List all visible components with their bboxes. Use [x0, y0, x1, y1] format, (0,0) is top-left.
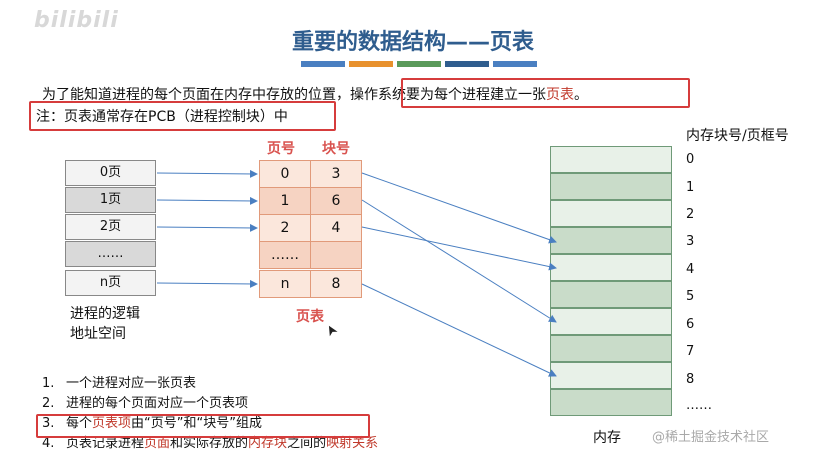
- arrow-entryn-to-block8: [361, 283, 557, 377]
- summary-list: 1. 一个进程对应一张页表 2. 进程的每个页面对应一个页表项 3. 每个页表项由“页…: [42, 374, 378, 454]
- memory-caption: 内存: [593, 430, 621, 446]
- page-number-header: 页号: [267, 141, 295, 157]
- mem-label-ellipsis: ……: [686, 398, 712, 413]
- item-3-part-c: 由“页号”和“块号”组成: [131, 416, 262, 431]
- arrow-entry2-to-block4: [361, 226, 557, 271]
- arrow-page0-to-entry: [156, 169, 258, 178]
- note-line: 注：页表通常存在PCB（进程控制块）中: [36, 109, 288, 125]
- logical-page-0: 0页: [65, 160, 156, 186]
- highlight-box-item-3: [36, 414, 370, 438]
- logical-caption-line1: 进程的逻辑: [70, 306, 140, 322]
- summary-item-1: 1. 一个进程对应一张页表: [42, 374, 378, 394]
- mem-label-2: 2: [686, 207, 695, 222]
- memory-block-8: [550, 362, 672, 389]
- item-4-mapping-highlight: 映射关系: [326, 436, 379, 451]
- logical-caption-line2: 地址空间: [70, 326, 126, 342]
- mem-label-1: 1: [686, 180, 695, 195]
- title-bar-1: [301, 61, 345, 67]
- arrow-entry1-to-block6: [361, 199, 557, 323]
- logical-page-ellipsis: ……: [65, 241, 156, 267]
- title-bar-3: [397, 61, 441, 67]
- highlight-box-note: [29, 101, 336, 131]
- item-4-part-a: 页表记录进程: [66, 436, 145, 451]
- memory-header: 内存块号/页框号: [686, 128, 789, 144]
- memory-block-4: [550, 254, 672, 281]
- arrow-pagen-to-entry: [156, 279, 258, 288]
- summary-item-4: 4. 页表记录进程页面和实际存放的内存块之间的映射关系: [42, 434, 378, 454]
- item-3-page-entry-highlight: 页表项: [92, 416, 132, 431]
- mem-label-7: 7: [686, 344, 695, 359]
- item-3-num: 3.: [42, 416, 55, 431]
- mem-label-4: 4: [686, 262, 695, 277]
- item-2-text: 进程的每个页面对应一个页表项: [66, 396, 249, 411]
- mem-label-8: 8: [686, 372, 695, 387]
- page-table-caption: 页表: [296, 309, 324, 325]
- title-bar-2: [349, 61, 393, 67]
- pt-page-ellipsis: ……: [259, 241, 311, 269]
- arrow-page1-to-entry: [156, 196, 258, 205]
- source-credit: @稀土掘金技术社区: [652, 430, 770, 445]
- memory-block-9: [550, 389, 672, 416]
- pt-page-n: n: [259, 270, 311, 298]
- memory-block-6: [550, 308, 672, 335]
- title-bar-4: [445, 61, 489, 67]
- slide-title: 重要的数据结构——页表: [291, 30, 534, 55]
- item-4-block-highlight: 内存块: [248, 436, 288, 451]
- arrow-entry0-to-block3: [361, 172, 557, 244]
- title-bar-5: [493, 61, 537, 67]
- mem-label-3: 3: [686, 234, 695, 249]
- mem-label-5: 5: [686, 289, 695, 304]
- intro-page-table-highlight: 页表: [546, 87, 574, 103]
- logical-page-1: 1页: [65, 187, 156, 213]
- intro-end: 。: [574, 87, 588, 103]
- item-2-num: 2.: [42, 396, 55, 411]
- mem-label-0: 0: [686, 152, 695, 167]
- pt-page-0: 0: [259, 160, 311, 188]
- intro-part2: 操作系统要为每个进程建立一张: [350, 87, 546, 103]
- pt-block-ellipsis: [310, 241, 362, 269]
- item-1-text: 一个进程对应一张页表: [66, 376, 197, 391]
- intro-part1: 为了能知道进程的每个页面在内存中存放的位置，: [42, 87, 350, 103]
- item-4-num: 4.: [42, 436, 55, 451]
- highlight-box-intro: [401, 78, 690, 108]
- memory-block-7: [550, 335, 672, 362]
- pt-block-2: 4: [310, 214, 362, 242]
- logical-page-n: n页: [65, 270, 156, 296]
- summary-item-3: 3. 每个页表项由“页号”和“块号”组成: [42, 414, 378, 434]
- block-number-header: 块号: [322, 141, 350, 157]
- memory-block-1: [550, 173, 672, 200]
- item-4-part-c: 和实际存放的: [170, 436, 249, 451]
- item-1-num: 1.: [42, 376, 55, 391]
- logical-space-caption: 进程的逻辑 地址空间: [70, 304, 140, 344]
- arrow-page2-to-entry: [156, 223, 258, 232]
- memory-block-0: [550, 146, 672, 173]
- pt-block-1: 6: [310, 187, 362, 215]
- item-4-part-e: 之间的: [287, 436, 327, 451]
- pt-block-n: 8: [310, 270, 362, 298]
- item-3-part-a: 每个: [66, 416, 93, 431]
- logical-page-2: 2页: [65, 214, 156, 240]
- intro-line: 为了能知道进程的每个页面在内存中存放的位置，操作系统要为每个进程建立一张页表。: [42, 84, 588, 104]
- memory-block-2: [550, 200, 672, 227]
- mem-label-6: 6: [686, 317, 695, 332]
- item-4-page-highlight: 页面: [144, 436, 171, 451]
- memory-block-5: [550, 281, 672, 308]
- bilibili-watermark: bilibili: [34, 8, 119, 33]
- summary-item-2: 2. 进程的每个页面对应一个页表项: [42, 394, 378, 414]
